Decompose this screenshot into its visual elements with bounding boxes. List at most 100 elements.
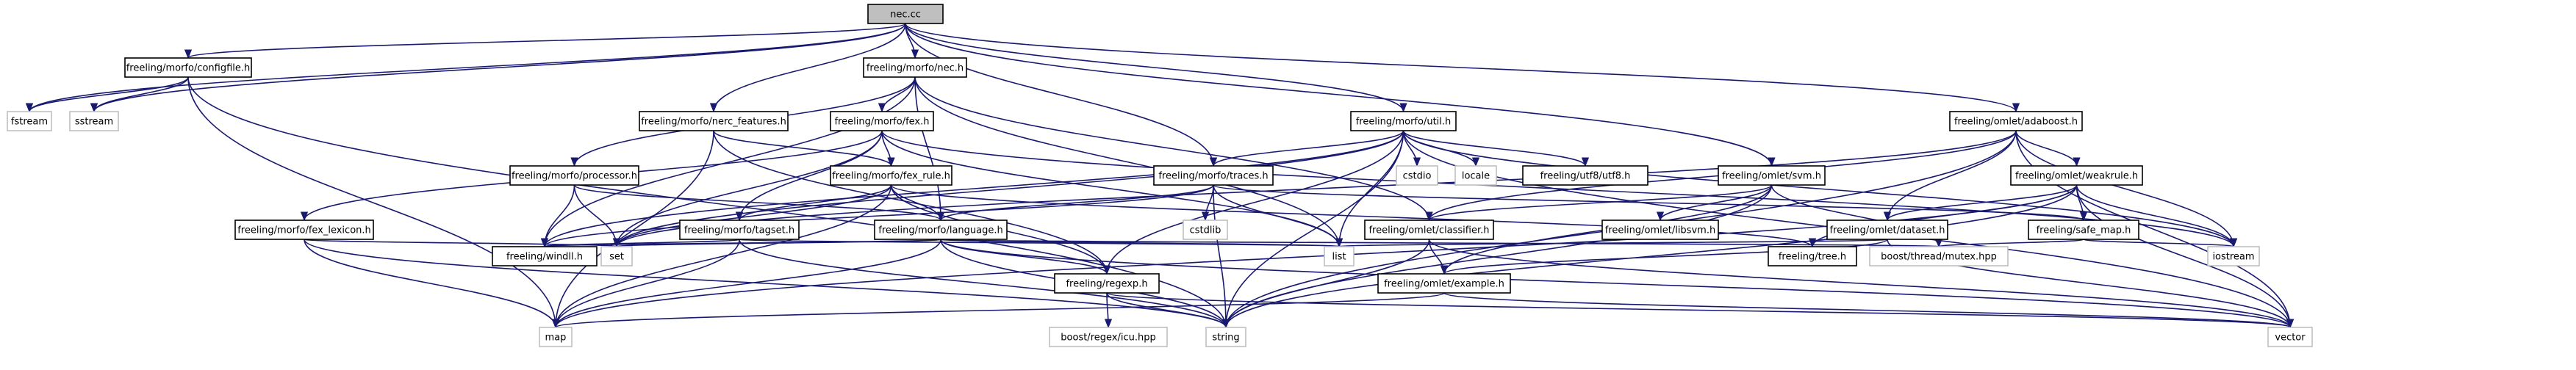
node-nec-h[interactable]: freeling/morfo/nec.h [863,57,967,78]
svg-text:nec.cc: nec.cc [890,10,921,21]
node-fex-h[interactable]: freeling/morfo/fex.h [830,111,934,131]
edge-tagset-h-to-string [739,239,1230,329]
node-utf8-h[interactable]: freeling/utf8/utf8.h [1522,165,1648,186]
edge-nerc-features-h-to-fex-rule-h [713,130,895,167]
svg-text:freeling/morfo/fex_lexicon.h: freeling/morfo/fex_lexicon.h [237,225,371,236]
svg-text:freeling/regexp.h: freeling/regexp.h [1066,279,1147,290]
edge-configfile-h-to-map [187,76,560,329]
edge-example-h-to-map [552,292,1445,329]
edge-nerc-features-h-to-regexp-h [713,130,1111,275]
svg-text:freeling/omlet/libsvm.h: freeling/omlet/libsvm.h [1605,225,1715,236]
svg-text:string: string [1212,333,1239,344]
node-tagset-h[interactable]: freeling/morfo/tagset.h [679,220,800,240]
edge-fex-rule-h-to-tagset-h [735,184,892,222]
node-processor-h[interactable]: freeling/morfo/processor.h [509,165,639,186]
edge-traces-h-to-language-h [937,184,1214,222]
edge-fex-rule-h-to-set [612,184,892,248]
node-adaboost-h[interactable]: freeling/omlet/adaboost.h [1949,111,2083,131]
node-iostream[interactable]: iostream [2207,246,2260,266]
edge-configfile-h-to-sstream [90,76,189,113]
node-dataset-h[interactable]: freeling/omlet/dataset.h [1826,220,1948,240]
edge-classifier-h-to-string [1221,239,1430,329]
edge-nec-cc-to-sstream [90,23,906,113]
edge-util-h-to-string [1221,130,1404,329]
node-util-h[interactable]: freeling/morfo/util.h [1350,111,1457,131]
edge-nec-h-to-language-h [914,76,945,222]
svg-text:freeling/morfo/fex.h: freeling/morfo/fex.h [834,117,929,128]
node-sstream[interactable]: sstream [69,111,119,131]
node-nec-cc[interactable]: nec.cc [867,4,944,24]
edge-configfile-h-to-fstream [25,76,189,113]
edge-configfile-h-to-string [187,76,1230,329]
node-vector[interactable]: vector [2267,327,2313,347]
node-fstream[interactable]: fstream [7,111,52,131]
edge-nec-h-to-fex-h [878,76,916,113]
svg-text:iostream: iostream [2212,252,2254,263]
edge-language-h-to-map [551,239,941,329]
svg-text:freeling/morfo/configfile.h: freeling/morfo/configfile.h [126,63,251,74]
edge-fex-h-to-tagset-h [735,130,883,222]
node-cstdlib[interactable]: cstdlib [1183,220,1228,240]
edge-nec-cc-to-svm-h [905,23,1776,167]
edge-svm-h-to-classifier-h [1425,184,1773,222]
node-mutex-hpp[interactable]: boost/thread/mutex.hpp [1869,246,2009,266]
svg-text:freeling/omlet/weakrule.h: freeling/omlet/weakrule.h [2015,171,2138,182]
edge-fex-rule-h-to-map [551,184,892,329]
node-icu-hpp[interactable]: boost/regex/icu.hpp [1049,327,1168,347]
node-fex-rule-h[interactable]: freeling/morfo/fex_rule.h [830,165,952,186]
edge-regexp-h-to-icu-hpp [1104,292,1113,329]
edge-regexp-h-to-vector [1106,292,2294,329]
edge-util-h-to-regexp-h [1102,130,1404,275]
node-example-h[interactable]: freeling/omlet/example.h [1377,273,1511,294]
node-cstdio[interactable]: cstdio [1396,165,1438,186]
edge-traces-h-to-list [1213,184,1343,248]
node-regexp-h[interactable]: freeling/regexp.h [1054,273,1160,294]
edge-language-h-to-mutex-hpp [940,237,1940,248]
node-svm-h[interactable]: freeling/omlet/svm.h [1718,165,1826,186]
edge-traces-h-to-string [1213,184,1230,329]
node-language-h[interactable]: freeling/morfo/language.h [874,220,1008,240]
edge-tagset-h-to-list [739,237,1341,248]
node-locale[interactable]: locale [1454,165,1497,186]
edge-util-h-to-traces-h [1210,130,1404,167]
edge-fex-lexicon-h-to-set [304,238,620,248]
edge-adaboost-h-to-weakrule-h [2015,130,2081,167]
node-string[interactable]: string [1205,327,1246,347]
edge-util-h-to-windll-h [541,130,1404,248]
edge-nec-cc-to-traces-h [905,23,1218,167]
node-libsvm-h[interactable]: freeling/omlet/libsvm.h [1601,220,1719,240]
svg-text:freeling/morfo/processor.h: freeling/morfo/processor.h [512,171,637,182]
node-windll-h[interactable]: freeling/windll.h [492,246,598,266]
edge-processor-h-to-language-h [573,184,944,222]
node-list[interactable]: list [1324,246,1355,266]
node-safe-map-h[interactable]: freeling/safe_map.h [2028,220,2139,240]
edge-language-h-to-vector [940,239,2294,329]
edge-weakrule-h-to-tree-h [1808,184,2078,248]
edge-util-h-to-utf8-h [1402,130,1589,167]
svg-text:freeling/tree.h: freeling/tree.h [1779,252,1846,263]
node-weakrule-h[interactable]: freeling/omlet/weakrule.h [2010,165,2143,186]
edge-regexp-h-to-string [1106,292,1230,329]
svg-text:freeling/morfo/nerc_features.h: freeling/morfo/nerc_features.h [641,117,786,128]
edge-dataset-h-to-example-h [1441,239,1888,275]
node-tree-h[interactable]: freeling/tree.h [1768,246,1857,266]
edge-tagset-h-to-map [551,239,740,329]
svg-text:freeling/morfo/traces.h: freeling/morfo/traces.h [1158,171,1268,182]
svg-text:freeling/windll.h: freeling/windll.h [506,252,583,263]
edge-fex-h-to-set [612,130,883,248]
dependency-edges [25,23,2295,329]
edge-traces-h-to-safe-map-h [1213,184,2087,222]
node-fex-lexicon-h[interactable]: freeling/morfo/fex_lexicon.h [234,220,374,240]
node-nerc-features-h[interactable]: freeling/morfo/nerc_features.h [639,111,789,131]
svg-text:freeling/morfo/util.h: freeling/morfo/util.h [1356,117,1452,128]
node-map[interactable]: map [539,327,573,347]
edge-fex-lexicon-h-to-map [304,239,560,329]
edge-adaboost-h-to-iostream [2015,130,2238,248]
node-classifier-h[interactable]: freeling/omlet/classifier.h [1364,220,1494,240]
node-set[interactable]: set [600,246,633,266]
svg-text:map: map [545,333,567,344]
svg-text:cstdlib: cstdlib [1190,225,1221,236]
node-configfile-h[interactable]: freeling/morfo/configfile.h [124,57,252,78]
node-traces-h[interactable]: freeling/morfo/traces.h [1153,165,1274,186]
